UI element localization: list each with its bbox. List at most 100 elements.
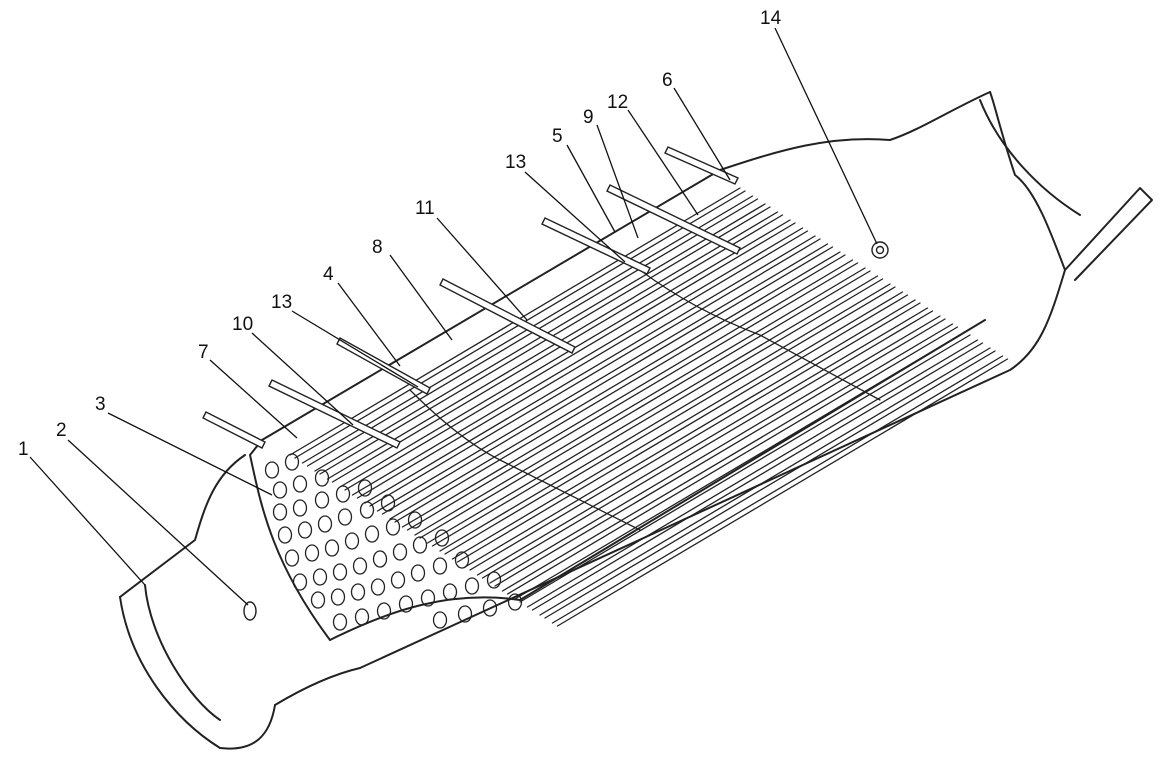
- honeycomb-hole: [376, 602, 392, 620]
- honeycomb-hole: [304, 544, 320, 562]
- tube-line: [464, 299, 916, 568]
- tube-line: [369, 238, 821, 507]
- tube-line: [506, 326, 959, 595]
- honeycomb-hole: [332, 563, 348, 581]
- honeycomb-hole: [312, 568, 328, 586]
- callout-3: 3: [95, 394, 106, 415]
- honeycomb-hole: [486, 571, 502, 589]
- tube-line: [531, 342, 984, 611]
- tube-line: [419, 270, 871, 539]
- honeycomb-hole: [432, 557, 448, 575]
- honeycomb-hole: [390, 571, 406, 589]
- tube-line: [356, 230, 809, 499]
- callout-1: 1: [18, 439, 29, 460]
- honeycomb-hole: [292, 475, 308, 493]
- callout-13a: 13: [271, 292, 292, 313]
- honeycomb-hole: [385, 518, 401, 536]
- honeycomb-hole: [272, 481, 288, 499]
- honeycomb-hole: [370, 578, 386, 596]
- tube-line: [389, 251, 841, 520]
- tube-line: [326, 211, 779, 480]
- callout-10: 10: [232, 314, 253, 335]
- tube-line: [501, 323, 954, 592]
- electrode-strip: [664, 146, 739, 185]
- honeycomb-hole: [464, 577, 480, 595]
- honeycomb-hole: [352, 557, 368, 575]
- tube-line: [331, 214, 784, 483]
- honeycomb-hole: [412, 536, 428, 554]
- electrode-strip: [439, 278, 576, 354]
- electrode-strip: [606, 184, 741, 255]
- tube-line: [526, 339, 979, 608]
- callout-5: 5: [552, 126, 563, 147]
- honeycomb-hole: [432, 611, 448, 629]
- tube-line: [431, 278, 884, 547]
- honeycomb-hole: [310, 591, 326, 609]
- tube-line: [426, 275, 879, 544]
- tube-line: [414, 267, 866, 536]
- honeycomb-hole: [297, 521, 313, 539]
- honeycomb-hole: [507, 593, 523, 611]
- tube-line: [451, 291, 904, 560]
- tube-line: [364, 235, 816, 504]
- honeycomb-hole: [442, 583, 458, 601]
- callout-11: 11: [415, 198, 435, 219]
- honeycomb-hole: [354, 608, 370, 626]
- honeycomb-hole: [284, 549, 300, 567]
- honeycomb-hole: [324, 539, 340, 557]
- honeycomb-face: [264, 453, 523, 631]
- honeycomb-hole: [357, 479, 373, 497]
- tube-line: [444, 286, 896, 555]
- tube-line: [406, 262, 859, 531]
- honeycomb-hole: [314, 491, 330, 509]
- honeycomb-hole: [292, 573, 308, 591]
- honeycomb-hole: [317, 515, 333, 533]
- honeycomb-hole: [350, 583, 366, 601]
- tube-line: [519, 334, 971, 603]
- tube-line: [351, 227, 804, 496]
- honeycomb-hole: [372, 550, 388, 568]
- support-baffles: [409, 269, 881, 531]
- honeycomb-hole: [332, 613, 348, 631]
- tube-line: [494, 318, 946, 587]
- tube-line: [439, 283, 891, 552]
- honeycomb-hole: [457, 605, 473, 623]
- honeycomb-hole: [482, 599, 498, 617]
- callout-7: 7: [198, 342, 209, 363]
- callout-4: 4: [323, 264, 334, 285]
- honeycomb-hole: [337, 508, 353, 526]
- callout-6: 6: [662, 70, 673, 91]
- honeycomb-hole: [420, 589, 436, 607]
- electrode-strip: [268, 379, 401, 449]
- callout-2: 2: [56, 420, 67, 441]
- honeycomb-hole: [344, 532, 360, 550]
- honeycomb-hole: [272, 503, 288, 521]
- tube-line: [319, 206, 771, 475]
- honeycomb-hole: [277, 526, 293, 544]
- honeycomb-hole: [264, 461, 280, 479]
- callout-13b: 13: [505, 152, 526, 173]
- tube-bundle: [289, 187, 1009, 627]
- tube-line: [394, 254, 846, 523]
- honeycomb-hole: [392, 543, 408, 561]
- callout-14: 14: [760, 8, 782, 29]
- callout-labels: 1 2 3 4 5 6 7 8 9 10 11 12 13 13 14: [18, 8, 782, 460]
- tube-line: [539, 347, 991, 616]
- honeycomb-hole: [292, 499, 308, 517]
- sensor-port-14-inner: [875, 245, 885, 255]
- honeycomb-hole: [407, 511, 423, 529]
- tube-line: [469, 302, 921, 571]
- callout-12: 12: [607, 92, 628, 113]
- tube-line: [544, 350, 996, 619]
- electrode-strip: [202, 411, 266, 449]
- tube-line: [401, 259, 854, 528]
- tube-line: [339, 219, 791, 488]
- honeycomb-hole: [410, 564, 426, 582]
- honeycomb-hole: [398, 595, 414, 613]
- leader-lines: [29, 27, 878, 606]
- honeycomb-hole: [454, 551, 470, 569]
- tube-line: [489, 315, 941, 584]
- tube-line: [556, 358, 1009, 627]
- tube-line: [481, 310, 934, 579]
